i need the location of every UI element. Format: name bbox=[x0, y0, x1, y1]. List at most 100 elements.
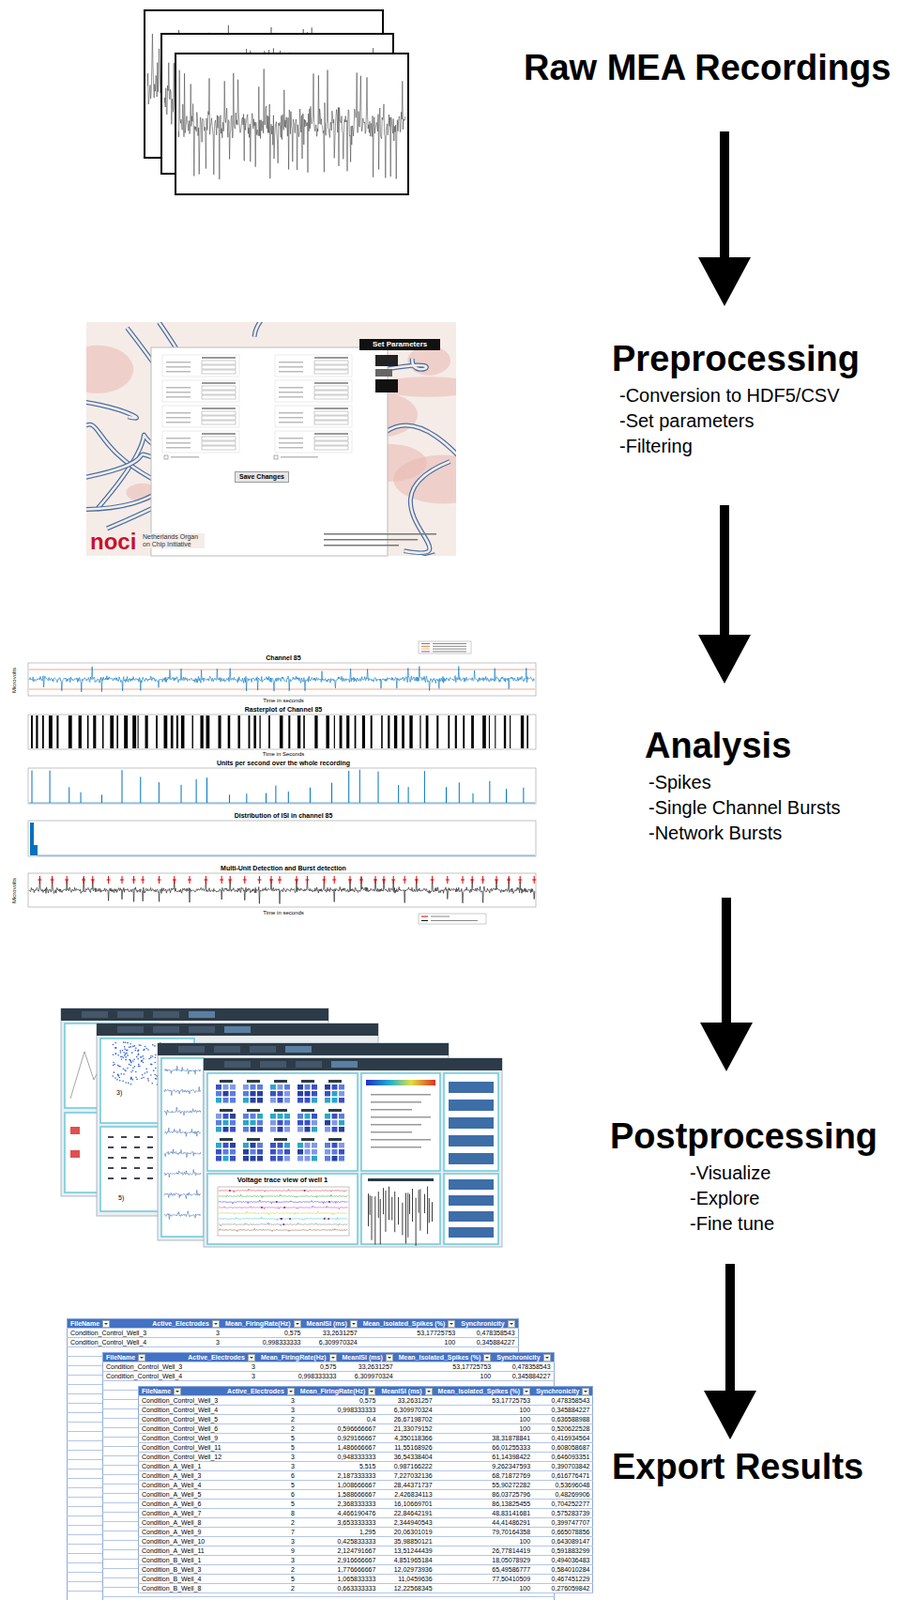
form-caption bbox=[278, 366, 304, 368]
app-panel bbox=[207, 1072, 358, 1171]
table-cell-frame: 3 bbox=[224, 1404, 298, 1415]
electrode-cell bbox=[250, 1119, 257, 1126]
table-cell-frame: 100 bbox=[396, 1371, 495, 1381]
spike-marker bbox=[518, 879, 522, 881]
form-input bbox=[314, 385, 349, 390]
info-line bbox=[370, 1138, 431, 1141]
table-cell-frame: 48,83141681 bbox=[435, 1508, 534, 1518]
pattern-line bbox=[86, 424, 155, 480]
table-cell-frame: 22,84642191 bbox=[378, 1508, 435, 1518]
table-cell: 86,13825455 bbox=[491, 1499, 531, 1507]
recording-frame bbox=[175, 53, 409, 195]
stage-bullet: -Single Channel Bursts bbox=[648, 794, 841, 821]
scatter-point bbox=[142, 1061, 145, 1064]
table-cell: 0,416934564 bbox=[551, 1433, 591, 1441]
raster-bar bbox=[303, 715, 305, 748]
table-row: Condition_A_Well_823,6533333332,34494054… bbox=[138, 1517, 594, 1527]
raster-bar bbox=[401, 715, 405, 748]
table-cell-frame: 0,345884227 bbox=[533, 1404, 594, 1415]
column-header: Mean_Isolated_Spikes (%) bbox=[398, 1353, 482, 1360]
scatter-point bbox=[122, 1056, 125, 1059]
raster-bar bbox=[102, 715, 105, 748]
raster-mark bbox=[427, 1197, 430, 1222]
table-cell: 5 bbox=[290, 1443, 295, 1450]
table-row: FileNameActive_ElectrodesMean_FiringRate… bbox=[138, 1386, 594, 1396]
table-row: Condition_A_Well_784,46619047622,8464219… bbox=[138, 1508, 594, 1518]
settings-dialog bbox=[151, 347, 388, 556]
plot-frame bbox=[28, 767, 536, 804]
well-label bbox=[246, 1108, 260, 1112]
table-cell: 0,608058687 bbox=[551, 1443, 591, 1450]
grid-mark bbox=[147, 1156, 153, 1159]
raster-mark bbox=[411, 1188, 414, 1221]
stage-node: Analysis-Spikes-Single Channel Bursts-Ne… bbox=[644, 683, 841, 898]
scatter-point bbox=[144, 1071, 147, 1074]
results-table: FileNameActive_ElectrodesMean_FiringRate… bbox=[137, 1385, 594, 1593]
detection-signal bbox=[29, 876, 535, 903]
stage-bullet: -Fine tune bbox=[689, 1210, 878, 1236]
empty-cell bbox=[103, 1596, 186, 1600]
column-header: Mean_Isolated_Spikes (%) bbox=[438, 1387, 521, 1394]
raster-bar bbox=[30, 715, 33, 748]
table-cell: 18,05078929 bbox=[491, 1555, 531, 1563]
well-label bbox=[246, 1137, 260, 1141]
app-tab bbox=[285, 1045, 312, 1053]
form-heading bbox=[201, 381, 236, 384]
electrode-cell bbox=[270, 1097, 276, 1103]
table-cell: Condition_Control_Well_9 bbox=[141, 1433, 218, 1441]
table-cell-frame: 0,665078856 bbox=[533, 1526, 594, 1537]
scatter-point bbox=[126, 1053, 129, 1056]
scatter-point bbox=[130, 1060, 133, 1063]
plot-frame bbox=[28, 662, 536, 696]
rate-spike bbox=[331, 782, 333, 803]
electrode-cell bbox=[250, 1113, 257, 1119]
table-cell: 0,584010284 bbox=[551, 1565, 591, 1572]
table-cell: 0,948333333 bbox=[337, 1452, 377, 1460]
electrode-cell bbox=[250, 1083, 257, 1090]
table-cell-frame: 8 bbox=[224, 1508, 298, 1518]
raster-bar bbox=[455, 715, 458, 748]
electrode-cell bbox=[297, 1083, 304, 1090]
scatter-point bbox=[154, 1053, 157, 1056]
electrode-cell bbox=[284, 1126, 290, 1132]
electrode-cell bbox=[229, 1113, 236, 1119]
app-tab bbox=[117, 1010, 144, 1018]
pattern-blob bbox=[86, 345, 134, 394]
spike-marker bbox=[81, 879, 86, 881]
grid-mark bbox=[134, 1156, 140, 1159]
filter-button bbox=[247, 1353, 256, 1361]
column-header: FileName bbox=[141, 1387, 171, 1394]
scatter-point bbox=[146, 1070, 149, 1073]
empty-cell bbox=[493, 1596, 554, 1600]
spike-marker bbox=[359, 879, 364, 881]
raster-bar bbox=[137, 715, 139, 748]
spike-marker bbox=[532, 879, 536, 881]
header-cell: Synchronicity bbox=[457, 1318, 519, 1328]
table-cell-frame: 0,4 bbox=[297, 1414, 380, 1424]
raster-mark bbox=[427, 1185, 429, 1234]
table-cell: Condition_A_Well_3 bbox=[141, 1471, 201, 1479]
table-cell-frame: 66,01255333 bbox=[435, 1442, 534, 1452]
raster-bar bbox=[387, 715, 390, 748]
table-cell: 36,54338404 bbox=[394, 1452, 433, 1460]
mini-trace bbox=[164, 1189, 201, 1198]
well-label bbox=[219, 1137, 233, 1141]
spike-dot bbox=[228, 1189, 231, 1191]
spike-marker bbox=[64, 879, 69, 881]
table-cell: 3 bbox=[215, 1328, 220, 1336]
table-cell-frame: 0,704252277 bbox=[533, 1498, 594, 1509]
electrode-cell bbox=[338, 1126, 345, 1132]
electrode-cell bbox=[257, 1155, 263, 1161]
electrode-cell bbox=[277, 1090, 284, 1097]
scatter-point bbox=[113, 1070, 116, 1073]
grid-mark bbox=[107, 1135, 114, 1138]
scatter-point bbox=[141, 1059, 144, 1062]
scatter-point bbox=[126, 1049, 129, 1052]
electrode-cell bbox=[250, 1097, 257, 1103]
scatter-point bbox=[152, 1068, 155, 1071]
raster-mark bbox=[397, 1196, 400, 1224]
raster-bar bbox=[206, 715, 211, 748]
table-cell: 0,53696048 bbox=[554, 1480, 590, 1488]
header-cell: Mean_FiringRate(Hz) bbox=[222, 1318, 305, 1328]
stage-node: Postprocessing-Visualize-Explore-Fine tu… bbox=[610, 1070, 878, 1264]
